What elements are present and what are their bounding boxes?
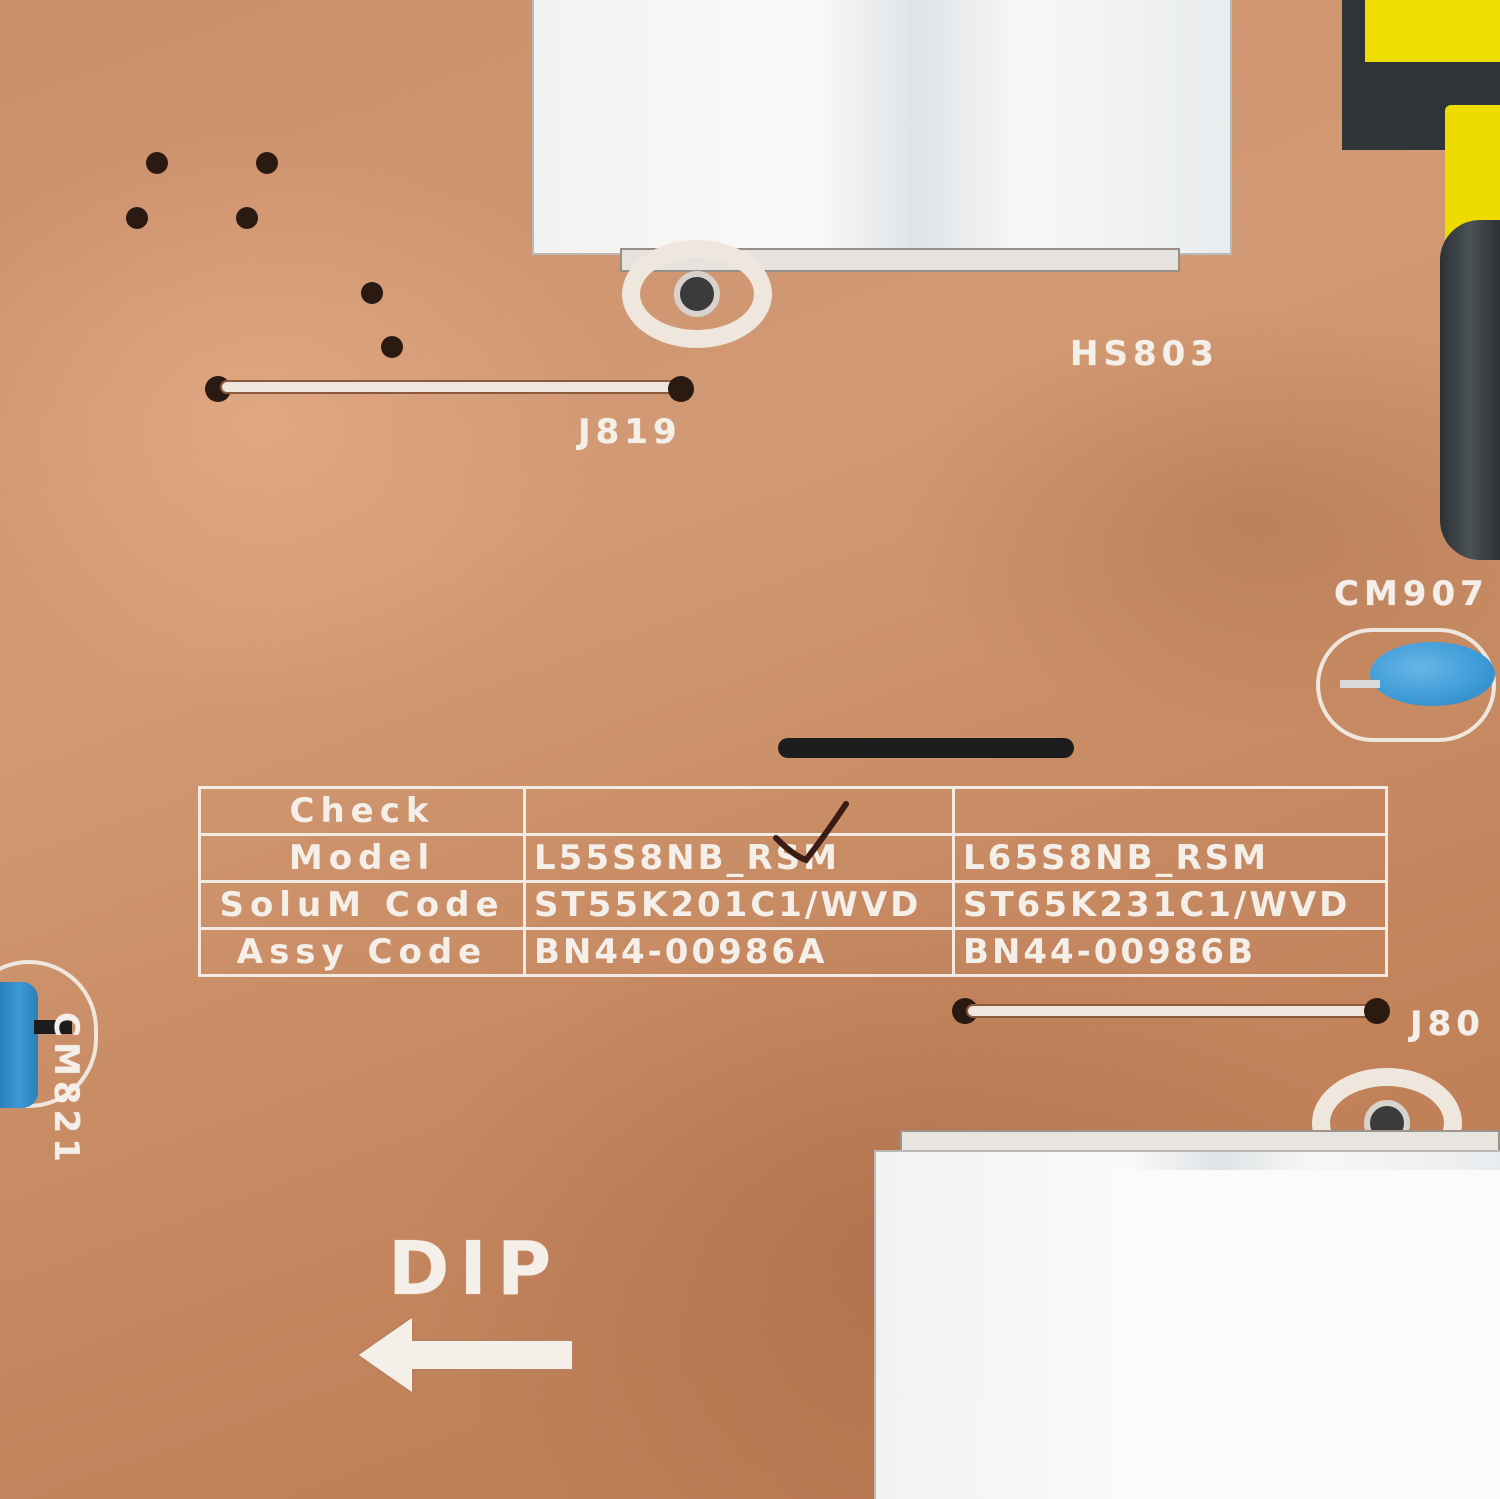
- transformer-tape: [1365, 0, 1500, 62]
- jumper-wire-j819: [220, 380, 678, 394]
- via-hole: [381, 336, 403, 358]
- screw-head-icon: [674, 271, 720, 317]
- arrow-left-icon: [355, 1314, 574, 1396]
- top-heatsink: [532, 0, 1232, 255]
- via-hole: [361, 282, 383, 304]
- row-value-2: ST65K231C1/WVD: [952, 880, 1388, 930]
- check-mark-icon: [773, 801, 849, 864]
- bottom-heatsink-face: [1110, 1170, 1500, 1499]
- table-row: Model L55S8NB_RSM L65S8NB_RSM: [198, 833, 1388, 883]
- row-value-2: [952, 786, 1388, 836]
- via-hole: [256, 152, 278, 174]
- cm821-lead: [34, 1020, 72, 1034]
- label-cm821: CM821: [46, 1012, 86, 1167]
- transformer-core: [1440, 220, 1500, 560]
- table-row: SoluM Code ST55K201C1/WVD ST65K231C1/WVD: [198, 880, 1388, 930]
- row-label: Check: [198, 786, 526, 836]
- row-label: Model: [198, 833, 526, 883]
- model-code-table: Check Model L55S8NB_RSM L65S8NB_RSM Solu…: [198, 786, 1388, 977]
- label-j819: J819: [578, 412, 682, 452]
- jumper-pad: [1364, 998, 1390, 1024]
- cm907-outline: [1316, 628, 1496, 742]
- row-label: SoluM Code: [198, 880, 526, 930]
- via-hole: [236, 207, 258, 229]
- via-hole: [126, 207, 148, 229]
- row-value-2: L65S8NB_RSM: [952, 833, 1388, 883]
- label-hs803: HS803: [1070, 334, 1219, 374]
- jumper-wire-j80: [966, 1004, 1374, 1018]
- row-value-2: BN44-00986B: [952, 927, 1388, 977]
- top-screw-mount: [622, 240, 772, 348]
- cm821-capacitor-icon: [0, 982, 38, 1108]
- marker-stripe: [778, 738, 1074, 758]
- row-value-1: L55S8NB_RSM: [523, 833, 955, 883]
- label-j80: J80: [1410, 1004, 1485, 1044]
- row-label: Assy Code: [198, 927, 526, 977]
- label-dip: DIP: [388, 1226, 562, 1312]
- cm907-capacitor-icon: [1370, 642, 1495, 706]
- table-row: Assy Code BN44-00986A BN44-00986B: [198, 927, 1388, 977]
- cm907-lead: [1340, 680, 1380, 688]
- row-value-1: [523, 786, 955, 836]
- table-row: Check: [198, 786, 1388, 836]
- jumper-pad: [668, 376, 694, 402]
- via-hole: [146, 152, 168, 174]
- label-cm907: CM907: [1334, 574, 1489, 614]
- row-value-1: ST55K201C1/WVD: [523, 880, 955, 930]
- row-value-1: BN44-00986A: [523, 927, 955, 977]
